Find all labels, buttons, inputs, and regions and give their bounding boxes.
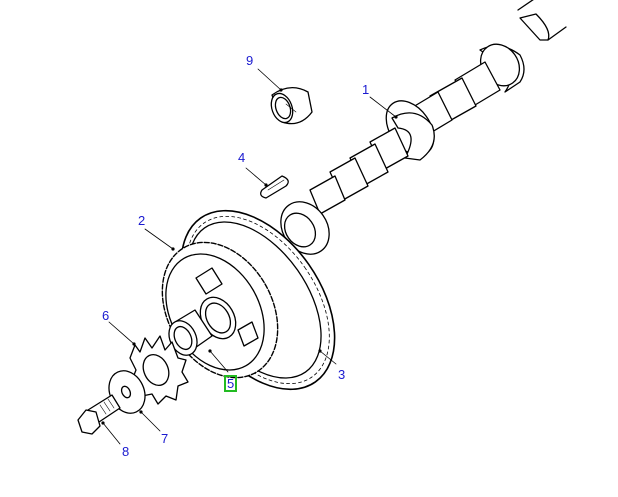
leader-lines [101, 68, 398, 445]
callout-5-spacer[interactable]: 5 [224, 375, 238, 392]
callout-4-woodruff-key[interactable]: 4 [238, 150, 246, 165]
woodruff-key-part[interactable] [260, 175, 289, 199]
bush-part[interactable] [267, 87, 313, 126]
callout-7-washer[interactable]: 7 [161, 431, 169, 446]
callout-2-camshaft-gear[interactable]: 2 [138, 213, 146, 228]
spacer-part[interactable] [164, 309, 213, 360]
callout-9-bush[interactable]: 9 [246, 53, 254, 68]
bolt-part[interactable] [77, 394, 121, 435]
callout-1-camshaft[interactable]: 1 [362, 82, 370, 97]
callout-8-bolt[interactable]: 8 [122, 444, 130, 459]
callout-6-sprocket[interactable]: 6 [102, 308, 110, 323]
callout-3-timing-chain[interactable]: 3 [338, 367, 346, 382]
camshaft-part[interactable] [271, 0, 567, 264]
